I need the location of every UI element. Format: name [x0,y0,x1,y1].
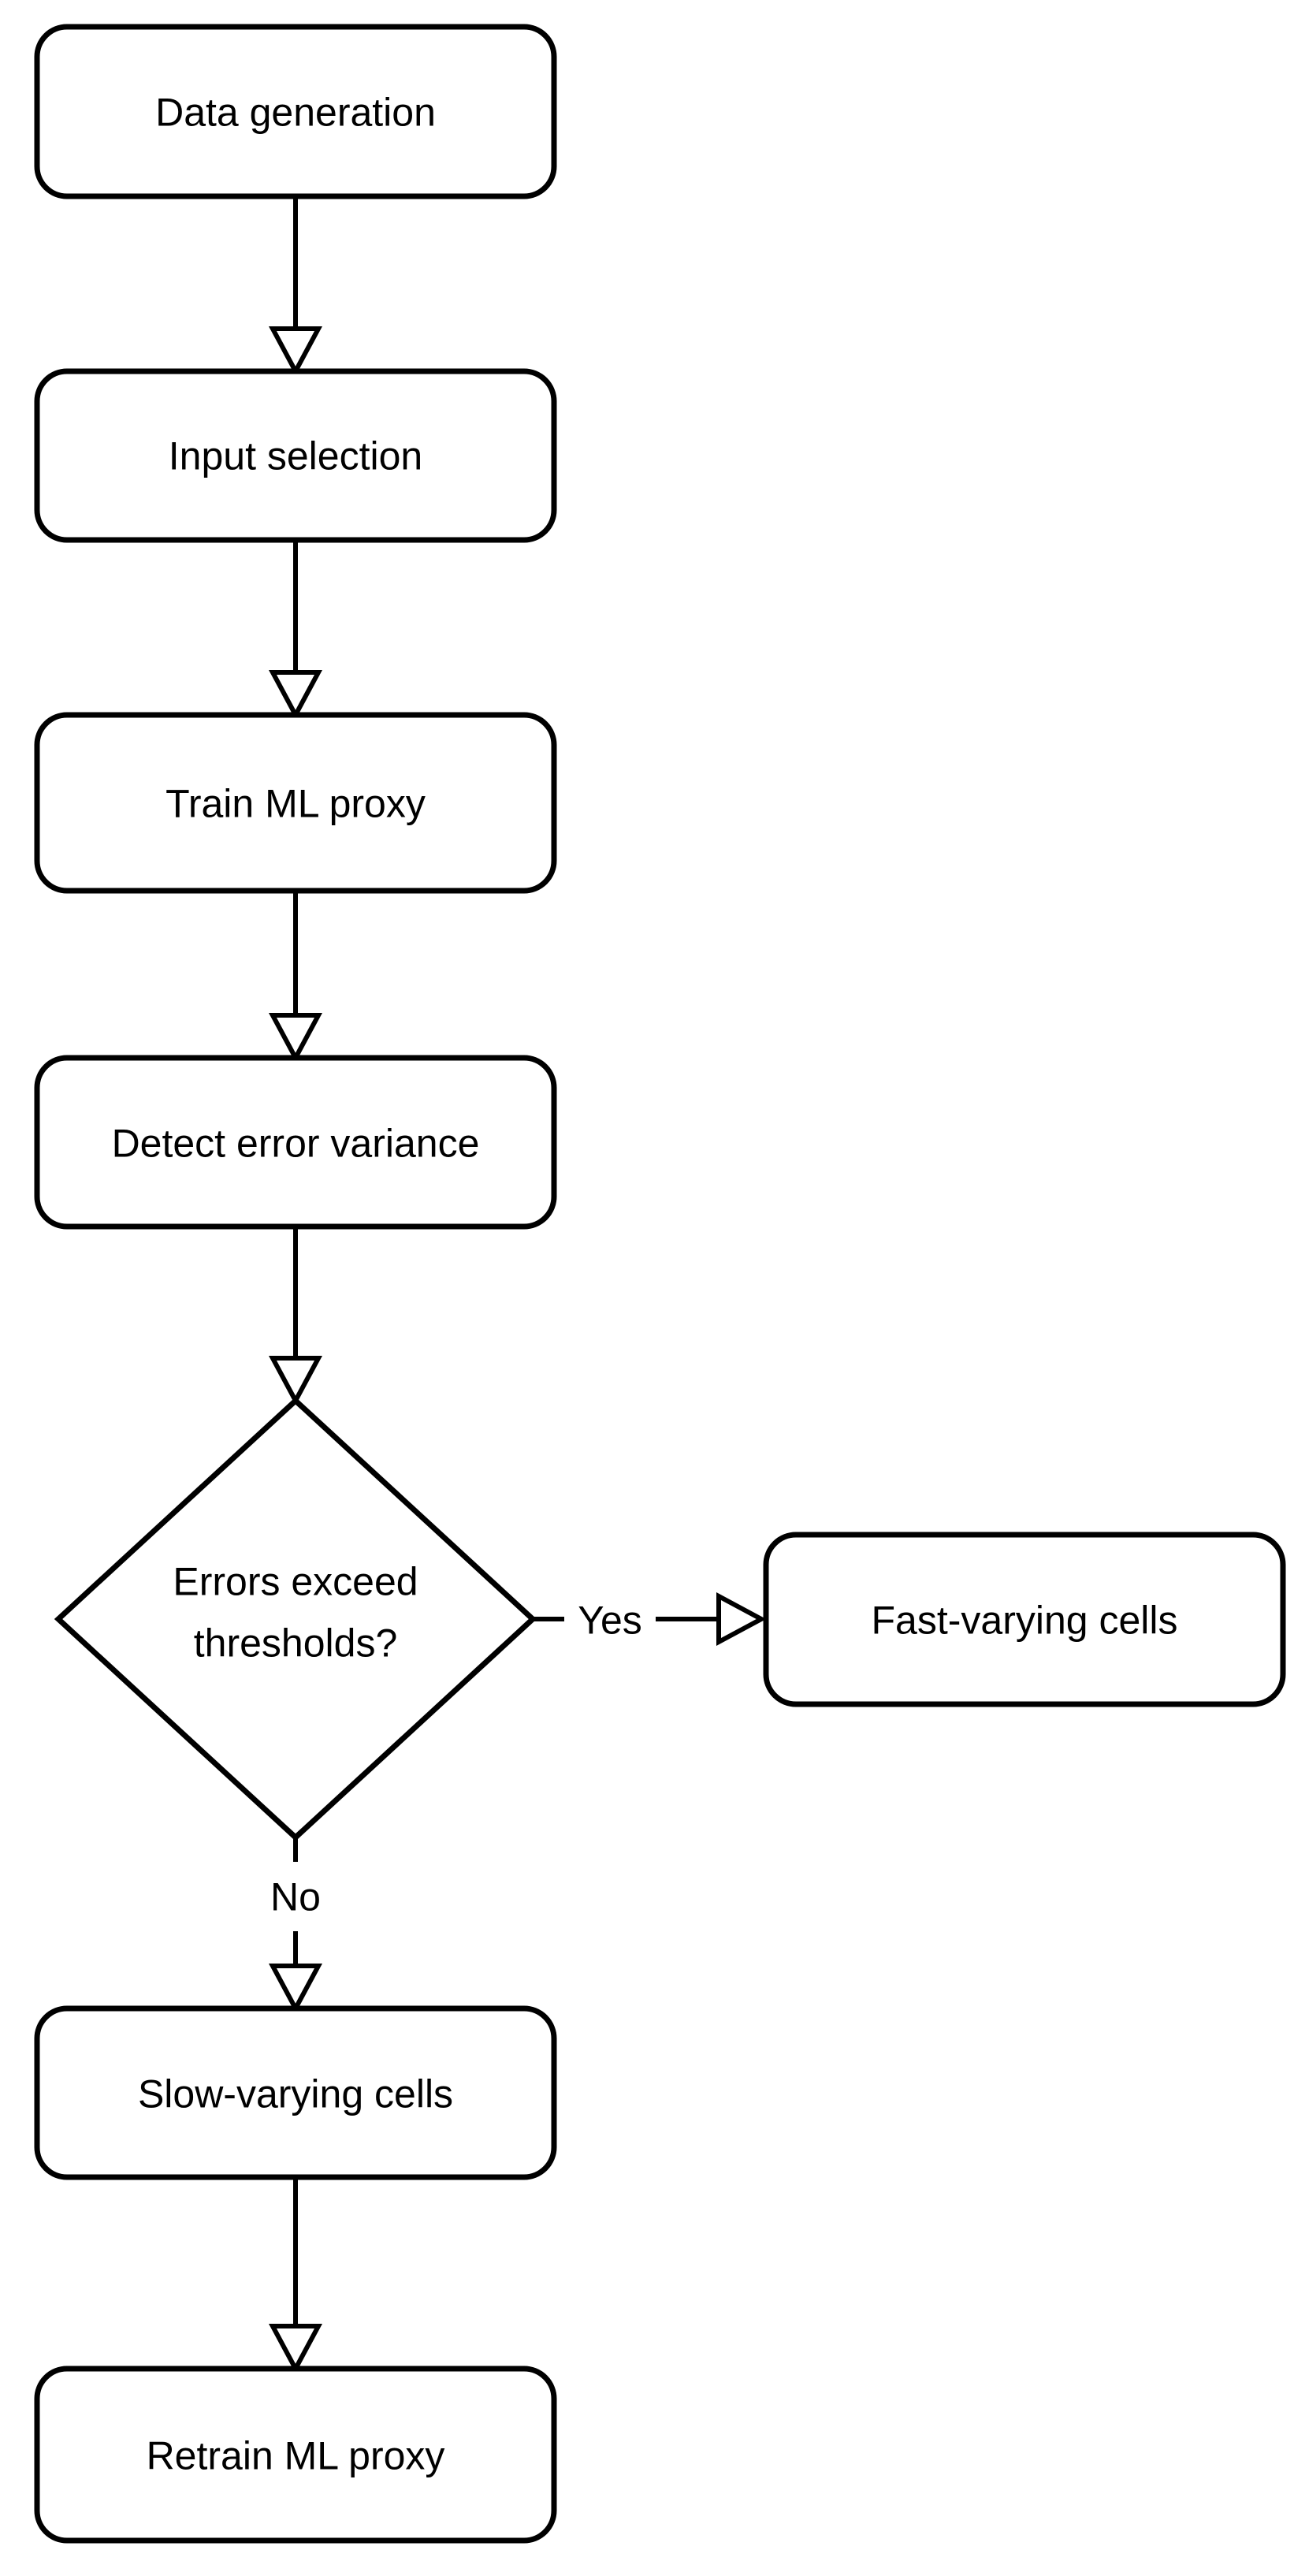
node-fast-varying-cells: Fast-varying cells [763,1532,1286,1707]
node-label-line1: Errors exceed [173,1560,418,1604]
node-label: Input selection [169,434,422,478]
node-errors-exceed-thresholds: Errors exceed thresholds? [54,1397,537,1841]
node-input-selection: Input selection [34,368,557,543]
process-box [34,712,557,894]
yes-label-background [564,1588,656,1651]
arrowhead-down-icon [268,1964,323,2014]
arrowhead-down-icon [268,1356,323,1406]
arrowhead-down-icon [268,670,323,720]
arrowhead-down-icon [268,2324,323,2374]
node-label: Fast-varying cells [872,1599,1178,1643]
process-box [34,2005,557,2180]
node-label: Train ML proxy [165,782,426,826]
node-label-line2: thresholds? [194,1621,398,1666]
no-label-background [263,1862,328,1931]
edge-detect-error-variance-to-decision [268,1227,323,1406]
arrowhead-right-icon [716,1591,767,1647]
node-train-ml-proxy: Train ML proxy [34,712,557,894]
node-detect-error-variance: Detect error variance [34,1055,557,1230]
edge-slow-varying-cells-to-retrain-ml-proxy [268,2177,323,2374]
process-box [34,1055,557,1230]
edge-label-no: No [270,1875,321,1919]
node-retrain-ml-proxy: Retrain ML proxy [34,2366,557,2544]
node-label: Retrain ML proxy [147,2434,445,2478]
arrowhead-down-icon [268,326,323,377]
arrowhead-down-icon [268,1013,323,1063]
edge-decision-no-to-slow-varying-cells: No [263,1837,328,2014]
edge-input-selection-to-train-ml-proxy [268,540,323,720]
node-data-generation: Data generation [34,24,557,199]
process-box [34,368,557,543]
node-label: Detect error variance [112,1122,480,1166]
edge-data-generation-to-input-selection [268,196,323,377]
edge-label-yes: Yes [578,1599,642,1643]
process-box [34,24,557,199]
process-box [34,2366,557,2544]
edge-decision-yes-to-fast-varying-cells: Yes [533,1588,767,1651]
node-label: Slow-varying cells [138,2072,453,2116]
edge-train-ml-proxy-to-detect-error-variance [268,891,323,1063]
process-box [763,1532,1286,1707]
node-label: Data generation [155,91,436,135]
node-slow-varying-cells: Slow-varying cells [34,2005,557,2180]
decision-diamond [54,1397,537,1841]
